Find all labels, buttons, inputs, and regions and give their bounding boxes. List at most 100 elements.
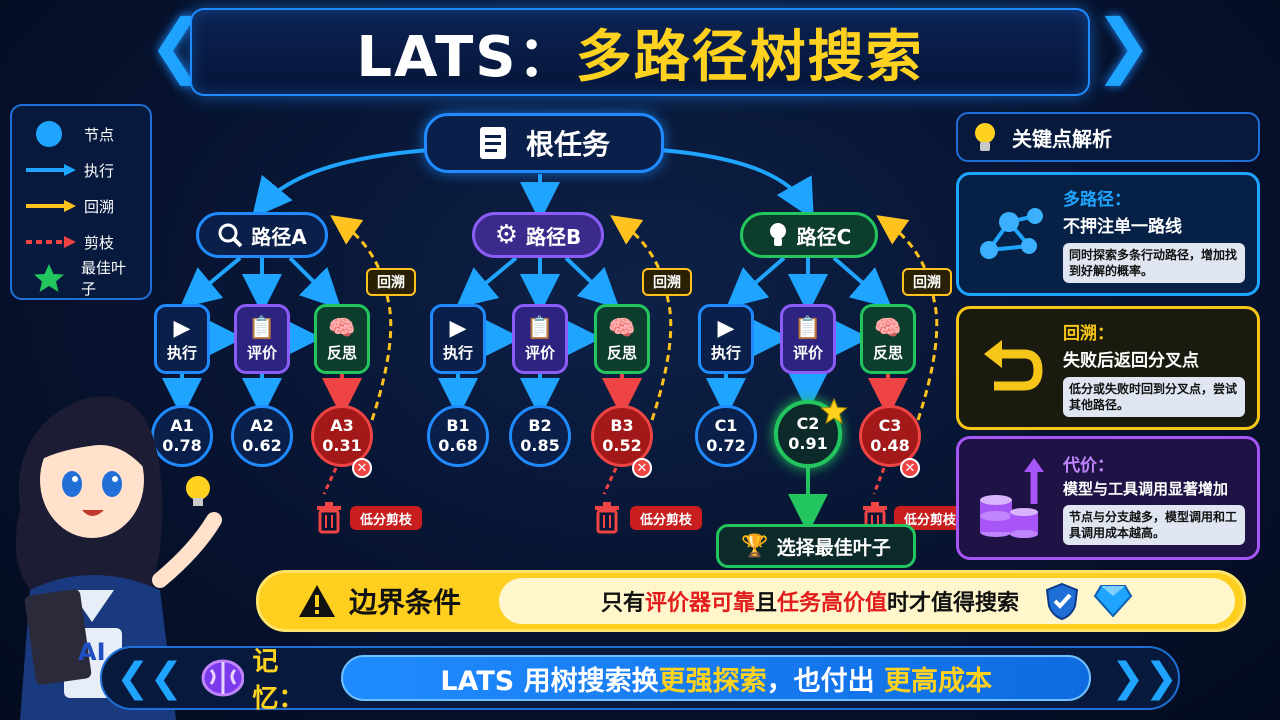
document-icon [479,127,506,159]
step-refl-c: 🧠 反思 [860,304,916,374]
character-badge: AI [78,638,106,666]
path-a-node: 路径A [196,212,328,258]
leaf-score: 0.72 [706,436,746,455]
prune-tag-c: 低分剪枝 [894,506,966,530]
leaf-score: 0.31 [322,436,362,455]
yellow-arrow-icon [26,200,76,212]
step-label: 评价 [524,343,555,362]
key-points-title: 关键点解析 [1012,126,1112,151]
trophy-icon: 🏆 [741,533,769,559]
prune-x-icon-c: ✕ [900,458,920,478]
legend-item-backtrack: 回溯 [24,188,138,224]
card-subtitle: 不押注单一路线 [1063,217,1182,237]
leaf-score: 0.62 [242,436,282,455]
shield-check-icon [1045,582,1079,620]
gear-icon: ⚙ [494,220,519,250]
legend-label: 剪枝 [84,233,115,252]
step-label: 反思 [326,343,357,362]
leaf-score: 0.91 [788,434,828,453]
key-point-card-cost: 代价： 模型与工具调用显著增加 节点与分支越多，模型调用和工具调用成本越高。 [956,436,1260,560]
card-title: 多路径： [1063,190,1131,210]
title-banner: LATS： 多路径树搜索 [190,8,1090,96]
backtrack-tag-a: 回溯 [366,268,416,296]
card-title: 回溯： [1063,324,1114,344]
card-title: 代价： [1063,456,1114,476]
play-icon: ▶ [449,315,467,341]
legend-label: 最佳叶子 [81,259,127,298]
lightbulb-icon [975,123,995,151]
boundary-text-highlight: 任务高价值 [777,591,888,616]
legend-label: 节点 [84,125,115,144]
memory-text-part: ，也付出 [766,665,884,697]
best-leaf-node: 🏆 选择最佳叶子 [716,524,916,568]
key-points-header: 关键点解析 [956,112,1260,162]
legend-label: 回溯 [84,197,115,216]
step-eval-b: 📋 评价 [512,304,568,374]
path-a-label: 路径A [251,224,307,249]
prune-tag-a: 低分剪枝 [350,506,422,530]
network-icon [971,185,1053,283]
leaf-score: 0.68 [438,436,478,455]
path-c-label: 路径C [796,224,852,249]
best-leaf-label: 选择最佳叶子 [776,536,891,559]
leaf-id: A2 [250,416,274,435]
step-refl-a: 🧠 反思 [314,304,370,374]
brain-icon: 🧠 [328,315,356,341]
prune-x-icon-b: ✕ [632,458,652,478]
boundary-label: 边界条件 [348,586,461,619]
card-subtitle: 模型与工具调用显著增加 [1063,480,1229,498]
boundary-text-part: 时才值得搜索 [887,591,1020,616]
star-icon [34,264,64,292]
path-b-node: ⚙ 路径B [472,212,604,258]
undo-arrow-icon [971,319,1053,417]
leaf-score: 0.52 [602,436,642,455]
key-point-card-backtrack: 回溯： 失败后返回分叉点 低分或失败时回到分叉点，尝试其他路径。 [956,306,1260,430]
leaf-id: B1 [446,416,470,435]
memory-statement: LATS 用树搜索换 更强探索 ，也付出 更高成本 [341,655,1091,701]
legend-item-best: 最佳叶子 [24,259,138,298]
play-icon: ▶ [717,315,735,341]
backtrack-tag-b: 回溯 [642,268,692,296]
step-eval-c: 📋 评价 [780,304,836,374]
red-dashed-arrow-icon [26,236,76,248]
brain-icon: 🧠 [608,315,636,341]
title-prefix: LATS： [356,24,576,90]
step-label: 评价 [792,343,823,362]
clipboard-icon: 📋 [526,315,554,341]
memory-text-part: LATS 用树搜索换 [440,665,659,697]
best-star-icon [820,398,848,425]
boundary-text-part: 且 [754,591,777,616]
title-chevron-right: ❯ [1094,4,1153,86]
clipboard-icon: 📋 [794,315,822,341]
key-point-card-multipath: 多路径： 不押注单一路线 同时探索多条行动路径，增加找到好解的概率。 [956,172,1260,296]
clipboard-icon: 📋 [248,315,276,341]
step-label: 反思 [606,343,637,362]
leaf-id: C1 [714,416,738,435]
diamond-icon [1093,585,1133,618]
step-label: 评价 [246,343,277,362]
chevron-right-icon: ❯❯ [1110,655,1178,701]
step-exec-b: ▶ 执行 [430,304,486,374]
coins-rising-icon [971,449,1053,547]
warning-icon [298,585,335,617]
memory-text-highlight: 更强探索 [658,665,767,697]
leaf-score: 0.48 [870,436,910,455]
brain-icon: 🧠 [874,315,902,341]
card-subtitle: 失败后返回分叉点 [1063,351,1199,371]
card-note: 低分或失败时回到分叉点，尝试其他路径。 [1063,377,1245,417]
step-label: 执行 [442,343,473,362]
boundary-label-group: 边界条件 [259,573,499,629]
leaf-id: B3 [610,416,634,435]
leaf-id: A3 [330,416,354,435]
memory-bar: ❮❮ 记忆： LATS 用树搜索换 更强探索 ，也付出 更高成本 ❯❯ [100,646,1180,714]
leaf-id: A1 [170,416,194,435]
leaf-score: 0.85 [520,436,560,455]
chevron-left-icon: ❮❮ [116,655,184,701]
memory-label: 记忆： [252,647,305,714]
